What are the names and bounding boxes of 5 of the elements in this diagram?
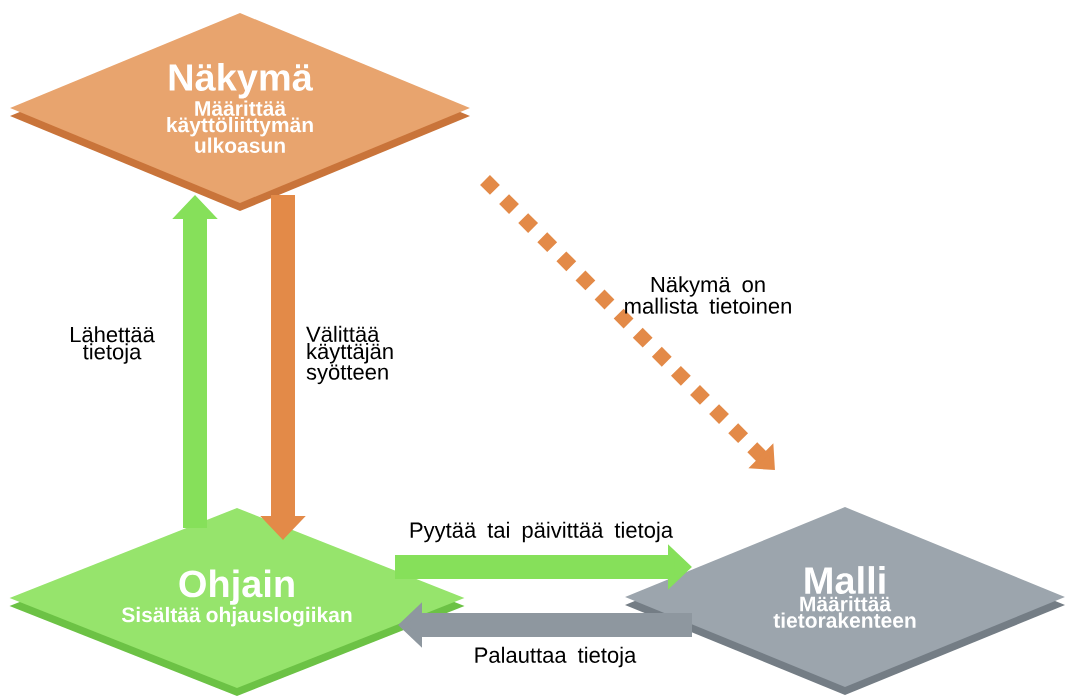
arrow [480,175,775,470]
edge-label: Näkymä on mallista tietoinen [625,276,791,314]
diamond-box: Näkymä Määrittää käyttöliittymän ulkoasun [10,13,470,211]
edge-label: Lähettää tietoja [71,326,155,364]
edge-label: Välittää käyttäjän syötteen [306,325,393,385]
